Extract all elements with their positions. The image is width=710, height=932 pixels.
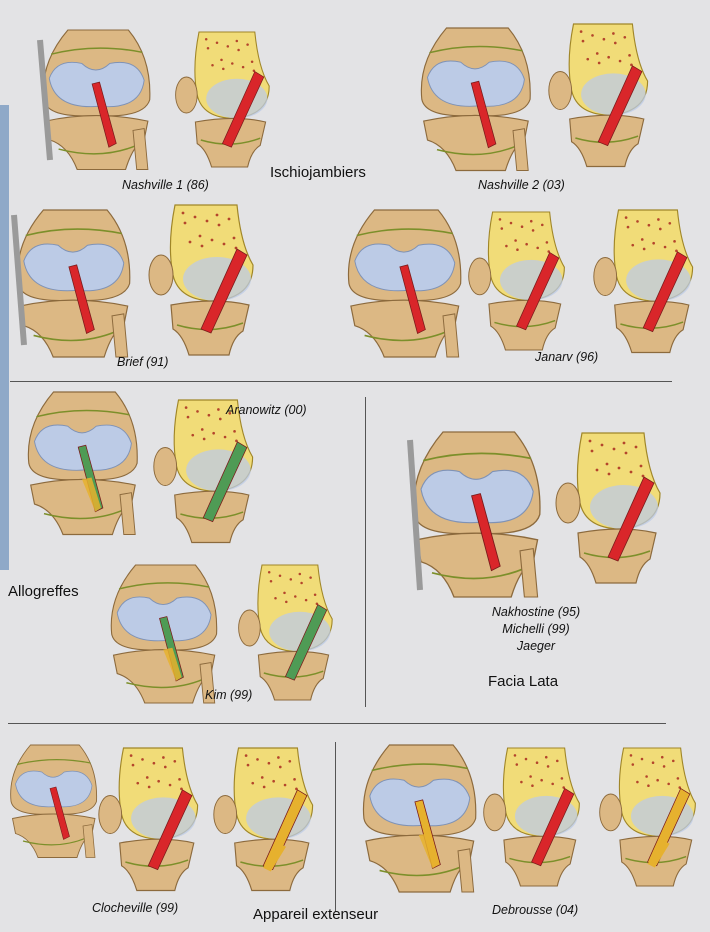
label-nashville-1: Nashville 1 (86) (122, 178, 209, 192)
knee-clocheville-side (214, 748, 313, 891)
label-brief: Brief (91) (117, 355, 168, 369)
separator-top (10, 381, 672, 382)
label-michelli: Michelli (99) (476, 622, 596, 636)
label-clocheville: Clocheville (99) (92, 901, 178, 915)
knee-extensor-1-front (11, 745, 97, 858)
knee-nakhostine-side (556, 433, 660, 583)
knee-nashville1-side (176, 32, 270, 167)
section-facia-lata: Facia Lata (488, 673, 558, 690)
label-aranowitz: Aranowitz (00) (226, 403, 307, 417)
knee-janarv-side2 (594, 210, 693, 353)
knee-aranowitz-side (154, 400, 253, 543)
knee-debrousse-side (484, 748, 580, 886)
knee-nakhostine-front (414, 432, 540, 597)
knee-debrousse-side2 (600, 748, 696, 886)
knee-clocheville-front (99, 748, 198, 891)
knee-kim-side (239, 565, 333, 700)
knee-brief-front (17, 210, 129, 357)
knee-brief-side (149, 205, 253, 355)
separator-bottom (8, 723, 666, 724)
label-nashville-2: Nashville 2 (03) (478, 178, 565, 192)
section-ischiojambiers: Ischiojambiers (270, 164, 366, 181)
knee-nashville1-front (43, 30, 150, 170)
knee-janarv-side (469, 212, 565, 350)
label-debrousse: Debrousse (04) (492, 903, 578, 917)
separator-lower (335, 742, 336, 912)
knee-kim-front (111, 565, 216, 703)
label-kim: Kim (99) (205, 688, 252, 702)
knee-debrousse-front (363, 745, 475, 892)
label-nakhostine: Nakhostine (95) (476, 605, 596, 619)
separator-middle (365, 397, 366, 707)
label-jaeger: Jaeger (476, 639, 596, 653)
section-appareil-extenseur: Appareil extenseur (253, 906, 378, 923)
knee-nashville2-side (549, 24, 648, 167)
knee-janarv-front (348, 210, 460, 357)
section-allogreffes: Allogreffes (8, 583, 79, 600)
knee-aranowitz-front (28, 392, 137, 535)
label-janarv: Janarv (96) (535, 350, 598, 364)
knee-nashville2-front (421, 28, 530, 171)
